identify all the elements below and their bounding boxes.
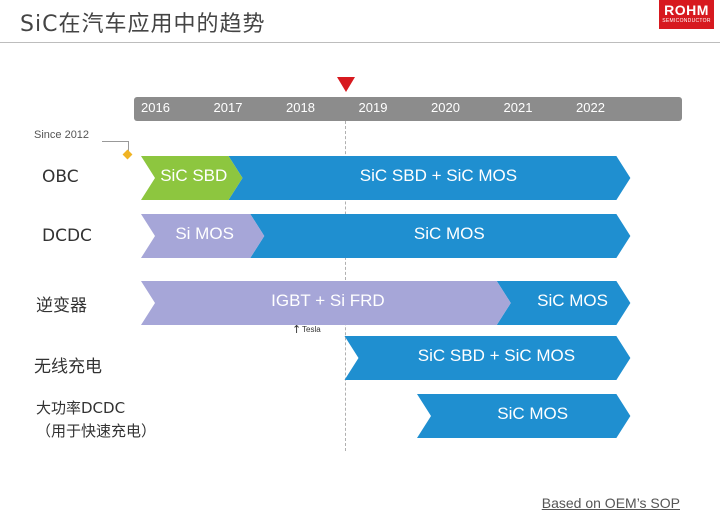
year-label: 2018 (286, 100, 315, 115)
roadmap-arrow-segment (344, 336, 631, 380)
segment-label: SiC SBD + SiC MOS (417, 346, 576, 365)
segment-label: SiC MOS (537, 291, 608, 310)
since-leader-drop (128, 141, 129, 154)
year-label: 2016 (141, 100, 170, 115)
roadmap-arrow-segment (417, 394, 631, 438)
row-label-line: 逆变器 (36, 296, 87, 316)
row-label: OBC (42, 167, 79, 187)
segment-label: IGBT + Si FRD (271, 291, 385, 310)
segment-label: Si MOS (175, 224, 234, 243)
row-label: 无线充电 (34, 352, 102, 377)
roadmap-arrow-segment (496, 281, 631, 325)
year-label: 2017 (213, 100, 243, 115)
tesla-arrow-icon: ↑ (292, 323, 302, 336)
year-label: 2020 (431, 100, 460, 115)
roadmap-arrow-segment (228, 156, 631, 200)
logo-subtext: SEMICONDUCTOR (662, 18, 711, 24)
row-label-line: DCDC (42, 226, 92, 246)
page-title: SiC在汽车应用中的趋势 (20, 12, 266, 37)
since-label: Since 2012 (34, 129, 90, 141)
row-label-line: OBC (42, 167, 79, 187)
roadmap-arrow-segment (250, 214, 631, 258)
row-label: 逆变器 (36, 291, 87, 316)
year-label: 2022 (576, 100, 605, 115)
timeline-bar (134, 97, 682, 121)
roadmap-arrow-segment (141, 281, 511, 325)
segment-label: SiC MOS (497, 404, 569, 423)
row-label-subline: （用于快速充电） (36, 422, 157, 440)
year-label: 2021 (503, 100, 533, 115)
logo-text: ROHM (664, 2, 709, 18)
segment-label: SiC SBD (160, 166, 228, 185)
title-divider (0, 42, 720, 43)
footnote: Based on OEM’s SOP (541, 495, 680, 511)
roadmap-arrow-segment (141, 214, 265, 258)
year-label: 2019 (358, 100, 388, 115)
segment-label: SiC MOS (413, 224, 485, 243)
current-year-marker (337, 77, 355, 92)
row-label: 大功率DCDC （用于快速充电） (36, 397, 156, 441)
row-label-line: 无线充电 (34, 357, 102, 377)
rohm-logo: ROHM SEMICONDUCTOR (659, 0, 714, 29)
row-label: DCDC (42, 226, 92, 246)
row-label-line: 大功率DCDC (36, 399, 126, 417)
since-leader-line (102, 141, 129, 142)
segment-label: SiC SBD + SiC MOS (359, 166, 518, 185)
roadmap-arrow-segment (141, 156, 243, 200)
tesla-label: Tesla (302, 325, 321, 334)
